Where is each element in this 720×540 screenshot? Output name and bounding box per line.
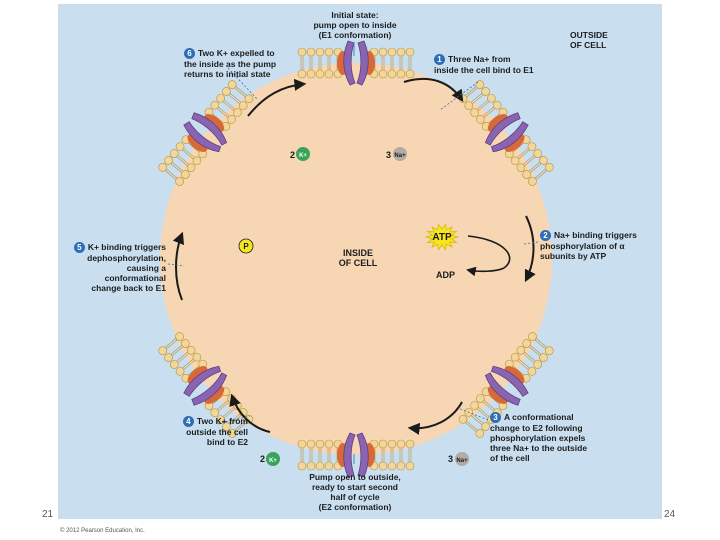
step2-badge: 2 [540, 230, 551, 241]
svg-text:K+: K+ [299, 153, 307, 159]
adp-arrow [466, 266, 505, 277]
arrow-step6 [247, 78, 307, 117]
step5-badge: 5 [73, 242, 85, 253]
cell-interior [160, 63, 552, 455]
step6-badge: 6 [184, 48, 195, 59]
svg-text:K+: K+ [269, 458, 277, 464]
pump-bottom-left [158, 332, 254, 438]
svg-text:2: 2 [260, 454, 265, 464]
atp-burst: ATP [424, 223, 460, 251]
arrow-step1 [403, 77, 464, 102]
leader-step6 [227, 67, 259, 101]
leader-step5 [167, 263, 185, 267]
pump-bottom [297, 432, 415, 478]
diagram-figure: 2 K+ 3 Na+ 2 K+ 3 Na+ P ATP ADP [58, 4, 662, 519]
svg-text:ATP: ATP [432, 232, 452, 243]
copyright: © 2012 Pearson Education, Inc. [60, 528, 145, 534]
free-na-bottom: 3 Na+ [448, 452, 469, 466]
svg-text:Na+: Na+ [456, 458, 468, 464]
page-number-right: 24 [664, 509, 676, 520]
svg-text:3: 3 [386, 150, 391, 160]
atp-arrow [467, 235, 511, 269]
arrow-step5 [172, 231, 185, 301]
page-number-left: 21 [42, 509, 54, 520]
free-phosphate: P [238, 238, 254, 254]
arrow-step4 [229, 393, 271, 433]
arrow-step2 [524, 215, 536, 283]
leader-step3 [457, 407, 489, 421]
step3-badge: 3 [490, 412, 501, 423]
free-k-top: 2 K+ [290, 147, 310, 161]
free-k-bottom: 2 K+ [260, 452, 280, 466]
free-na-top: 3 Na+ [386, 147, 407, 161]
diagram-graphics: 2 K+ 3 Na+ 2 K+ 3 Na+ P ATP ADP [158, 40, 554, 478]
caption-bottom: Pump open to outside,ready to start seco… [309, 472, 401, 512]
step4-badge: 4 [182, 416, 194, 427]
pump-top [297, 40, 415, 86]
leader-step4 [217, 415, 251, 425]
arrow-step3 [407, 401, 463, 435]
svg-text:2: 2 [290, 150, 295, 160]
svg-text:Na+: Na+ [394, 153, 406, 159]
adp-label: ADP [436, 270, 455, 280]
pump-bottom-right [458, 332, 554, 438]
caption-initial-state: Initial state:pump open to inside(E1 con… [313, 10, 397, 40]
step1-badge: 1 [434, 54, 445, 65]
svg-text:3: 3 [448, 454, 453, 464]
pump-top-right [458, 80, 554, 186]
pump-top-left [158, 80, 254, 186]
svg-text:P: P [243, 242, 249, 251]
